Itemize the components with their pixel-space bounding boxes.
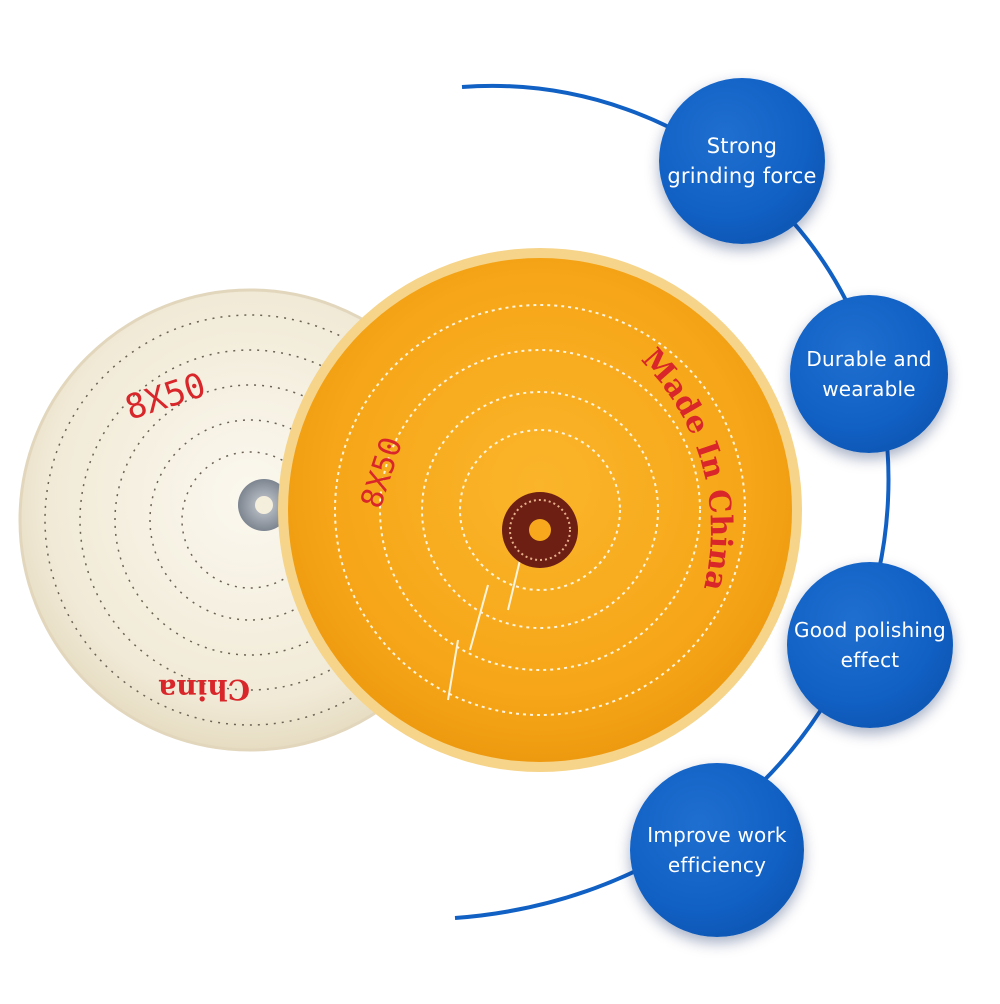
feature-label: Durable and wearable (806, 347, 932, 401)
white-wheel-imprint: China (158, 673, 250, 706)
feature-improve-efficiency: Improve work efficiency (630, 763, 804, 937)
feature-label: Strong grinding force (667, 134, 817, 188)
yellow-buffing-wheel: 8X50 Made In China (278, 248, 802, 772)
feature-durable-wearable: Durable and wearable (790, 295, 948, 453)
feature-strong-grinding-force: Strong grinding force (659, 78, 825, 244)
feature-good-polishing: Good polishing effect (787, 562, 953, 728)
feature-label: Improve work efficiency (647, 823, 787, 877)
feature-label: Good polishing effect (794, 618, 946, 672)
